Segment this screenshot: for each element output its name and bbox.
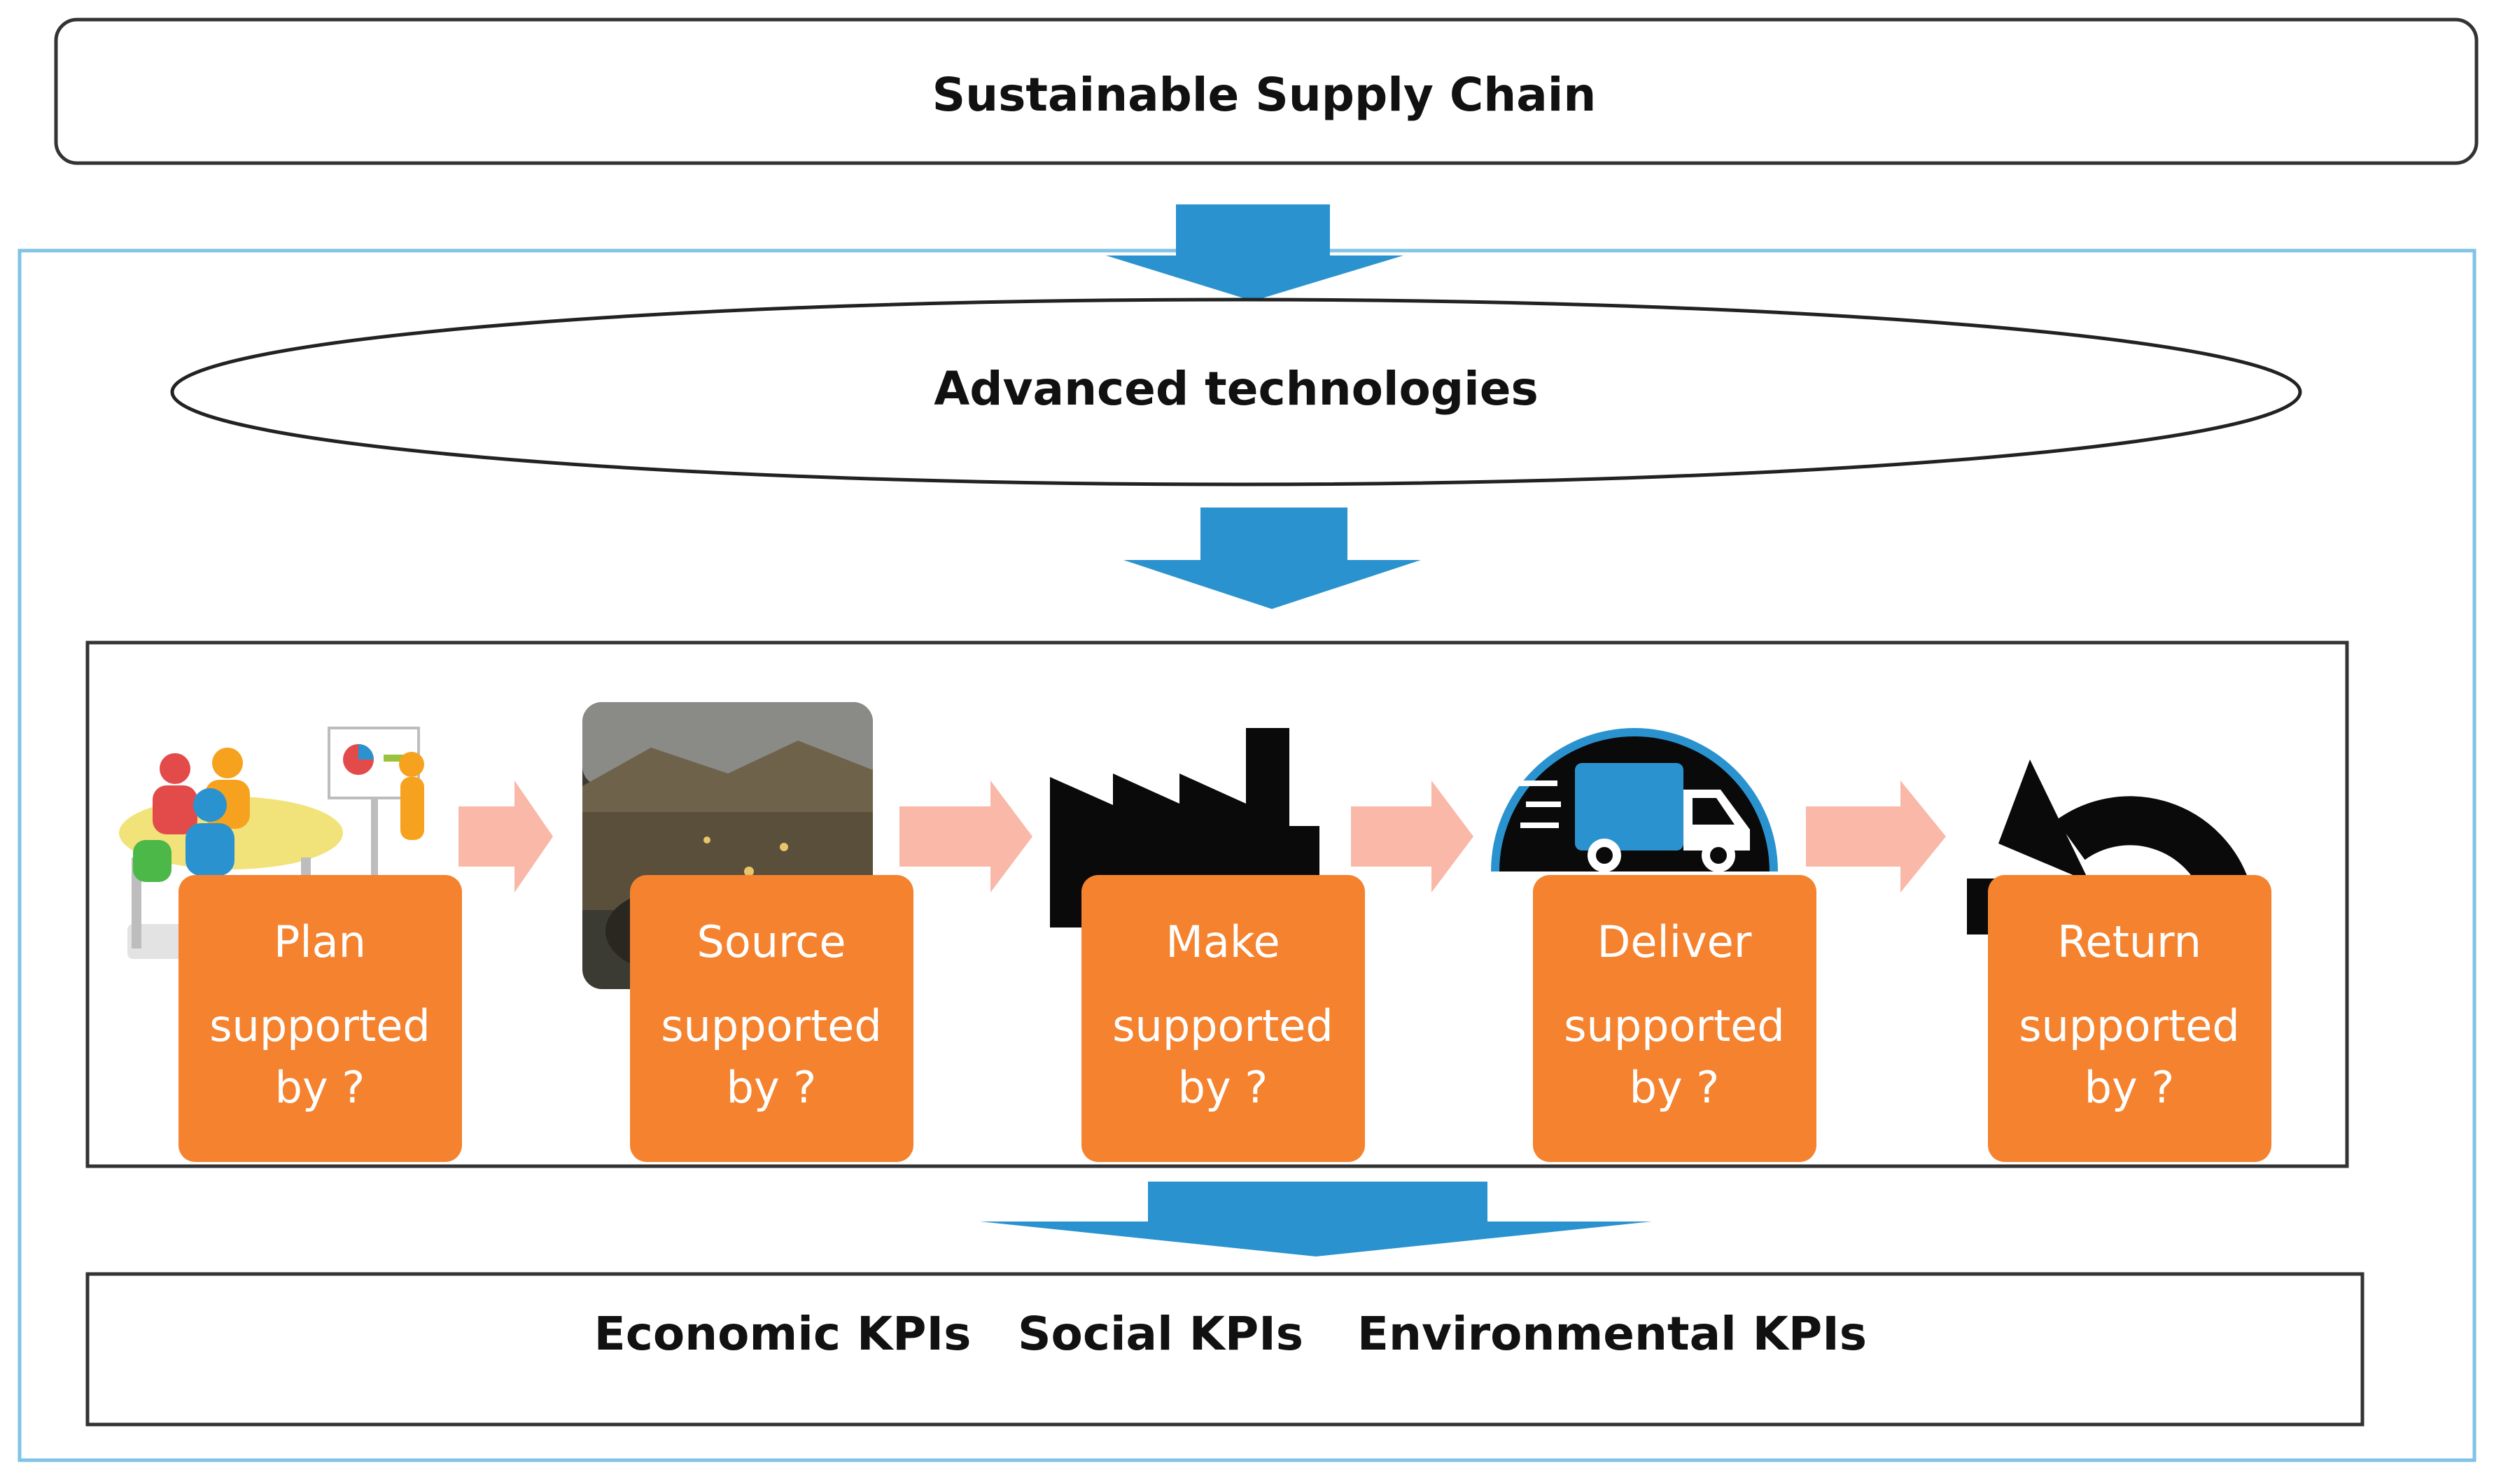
step-source-line1: Source	[697, 916, 846, 967]
flow-arrow-down-1	[1106, 204, 1403, 301]
step-box-make	[1081, 875, 1365, 1162]
kpi-social: Social KPIs	[1018, 1307, 1303, 1361]
connector-arrow-4	[1806, 780, 1946, 892]
step-return-line2: supported	[2019, 1000, 2240, 1051]
kpi-box	[85, 1272, 2365, 1427]
kpi-economic: Economic KPIs	[594, 1307, 972, 1361]
technologies-ellipse	[170, 298, 2302, 486]
step-source-line3: by ?	[727, 1062, 817, 1113]
title-box	[54, 18, 2479, 165]
connector-arrow-3	[1351, 780, 1473, 892]
step-box-plan	[178, 875, 462, 1162]
step-deliver-line3: by ?	[1630, 1062, 1720, 1113]
step-plan-line1: Plan	[274, 916, 366, 967]
flow-arrow-down-2	[1123, 507, 1421, 609]
step-box-deliver	[1533, 875, 1816, 1162]
connector-arrow-1	[458, 780, 553, 892]
step-make-line2: supported	[1112, 1000, 1333, 1051]
step-plan: Plan supported by ?	[178, 875, 462, 1162]
connector-arrow-2	[899, 780, 1032, 892]
step-deliver-line1: Deliver	[1597, 916, 1752, 967]
title-text: Sustainable Supply Chain	[932, 68, 1597, 122]
step-return-line3: by ?	[2085, 1062, 2175, 1113]
step-box-source	[630, 875, 913, 1162]
step-deliver: Deliver supported by ?	[1533, 875, 1816, 1162]
step-plan-line3: by ?	[275, 1062, 365, 1113]
step-plan-line2: supported	[209, 1000, 430, 1051]
step-box-return	[1988, 875, 2271, 1162]
step-make-line1: Make	[1165, 916, 1280, 967]
kpi-environmental: Environmental KPIs	[1357, 1307, 1867, 1361]
step-make-line3: by ?	[1178, 1062, 1268, 1113]
flow-arrow-down-3	[980, 1182, 1652, 1256]
step-source-line2: supported	[661, 1000, 882, 1051]
step-return-line1: Return	[2057, 916, 2201, 967]
step-deliver-line2: supported	[1564, 1000, 1785, 1051]
meeting-icon	[119, 727, 424, 959]
delivery-truck-icon	[1491, 728, 1778, 872]
step-source: Source supported by ?	[630, 875, 913, 1162]
step-return: Return supported by ?	[1988, 875, 2271, 1162]
step-make: Make supported by ?	[1081, 875, 1365, 1162]
technologies-label: Advanced technologies	[934, 362, 1539, 416]
